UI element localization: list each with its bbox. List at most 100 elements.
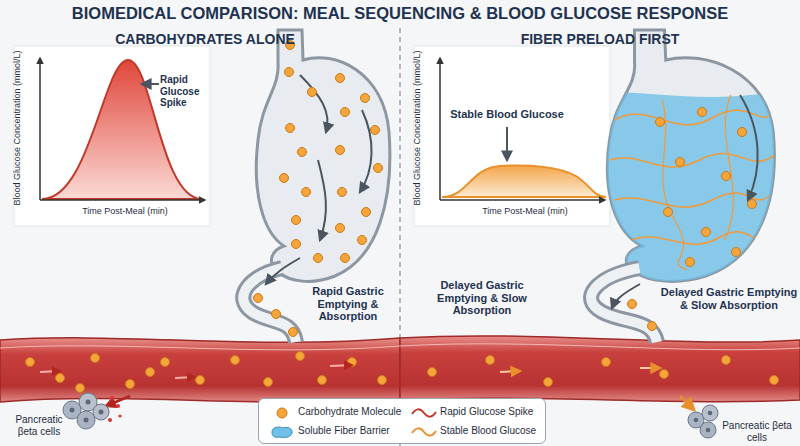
carbohydrate-molecules [336,146,345,155]
legend-sample [269,406,295,420]
legend-sample [411,406,437,420]
pancreatic-beta-cells [118,414,121,417]
carbohydrate-molecules [161,358,170,367]
soluble-fiber-gel [662,100,687,270]
carbohydrate-molecules [286,124,295,133]
blood-vessel [0,336,800,402]
panel-heading: CARBOHYDRATES ALONE [40,31,370,47]
carbohydrate-molecules [722,356,731,365]
blood-flow-arrows [680,396,694,410]
pancreatic-beta-cells [708,411,713,416]
callout-text: Stable Blood Glucose [437,108,577,121]
legend-box: Carbohydrate MoleculeRapid Glucose Spike… [258,398,546,444]
glucose-chart-right [414,46,610,226]
pancreatic-beta-cells [77,411,95,429]
carbohydrate-molecules [280,174,289,183]
carbohydrate-molecules [371,126,380,135]
legend-text: Soluble Fiber Barrier [298,425,410,437]
pancreatic-beta-cells [706,428,711,433]
carbohydrate-molecules [664,208,673,217]
carbohydrate-molecules [686,258,695,267]
cell-label: Pancreatic βeta cells [8,414,70,437]
carbohydrate-molecules [374,164,383,173]
carbohydrate-molecules [302,188,311,197]
stomach-left [300,75,328,132]
pancreatic-beta-cells [694,418,699,423]
pancreatic-beta-cells [116,404,120,408]
carbohydrate-molecules [722,172,731,181]
stomach-right [740,95,758,200]
carbohydrate-molecules [361,94,370,103]
carbohydrate-molecules [660,370,669,379]
panel-heading: FIBER PRELOAD FIRST [430,31,770,47]
carbohydrate-molecules [292,240,301,249]
process-label: Delayed Gastric Emptying & Slow Absorpti… [660,286,798,311]
legend-text: Stable Blood Glucose [440,425,552,437]
glucose-chart-left [14,46,210,226]
carbohydrate-molecules [91,354,100,363]
carbohydrate-molecules [648,322,657,331]
chart-axis [440,199,605,201]
stable-glucose-curve [442,165,606,197]
carbohydrate-molecules [231,356,240,365]
blood-vessel [400,344,800,350]
carbohydrate-molecules [254,294,263,303]
blood-flow-arrows [500,371,520,372]
axis-title: Blood Glucose Concentration (mmol/L) [12,48,36,208]
stomach-right [591,268,657,342]
callout-text: Rapid Glucose Spike [160,74,222,109]
carbohydrate-molecules [602,358,611,367]
legend-line-sample [412,409,436,416]
carbohydrate-molecules [732,248,741,257]
glucose-chart-right [414,46,610,226]
chart-panel: Blood Glucose Concentration (mmol/L)Rapi… [14,46,210,226]
carbohydrate-molecules [698,108,707,117]
chart-axis [39,58,41,200]
carbohydrate-molecules [338,188,347,197]
carbohydrate-molecules [378,376,387,385]
carbohydrate-molecules [26,358,35,367]
chart-axis [40,199,205,201]
soluble-fiber-gel [631,232,762,245]
carbohydrate-molecules [428,368,437,377]
legend-sample [269,425,295,439]
soluble-fiber-gel [610,154,775,167]
pancreatic-beta-cells [70,408,75,413]
carbohydrate-molecules [362,208,371,217]
blood-flow-arrows [175,377,195,378]
callout-arrow [142,83,159,85]
carbohydrate-molecules [26,41,779,393]
carbohydrate-molecules [748,200,757,209]
carbohydrate-molecules [544,378,553,387]
callout-arrow [506,127,508,160]
carbohydrate-molecules [314,254,323,263]
legend-swatch [272,427,292,437]
pancreatic-beta-cells [99,410,104,415]
cell-label: Pancreatic βeta cells [721,420,793,443]
pancreatic-beta-cells [108,418,112,422]
carbohydrate-molecules [126,380,135,389]
soluble-fiber-gel [725,95,734,240]
carbohydrate-molecules [264,378,273,387]
blood-flow-arrows [640,367,660,369]
chart-axis [439,58,441,200]
stomach-left [256,30,390,281]
carbohydrate-molecules [285,68,294,77]
legend-text: Rapid Glucose Spike [440,406,552,418]
stomach-right [591,268,657,342]
axis-title: Time Post-Meal (min) [40,206,210,216]
soluble-fiber-gel [615,193,770,207]
carbohydrate-molecules [308,88,317,97]
legend-sample [411,425,437,439]
blood-vessel [0,338,400,402]
carbohydrate-molecules [298,148,307,157]
carbohydrate-molecules [196,376,205,385]
carbohydrate-molecules [272,310,281,319]
carbohydrate-molecules [770,376,779,385]
carbohydrate-molecules [486,356,495,365]
glucose-chart-left [14,46,210,226]
legend-swatch [277,408,287,418]
pancreatic-beta-cells [700,422,716,438]
